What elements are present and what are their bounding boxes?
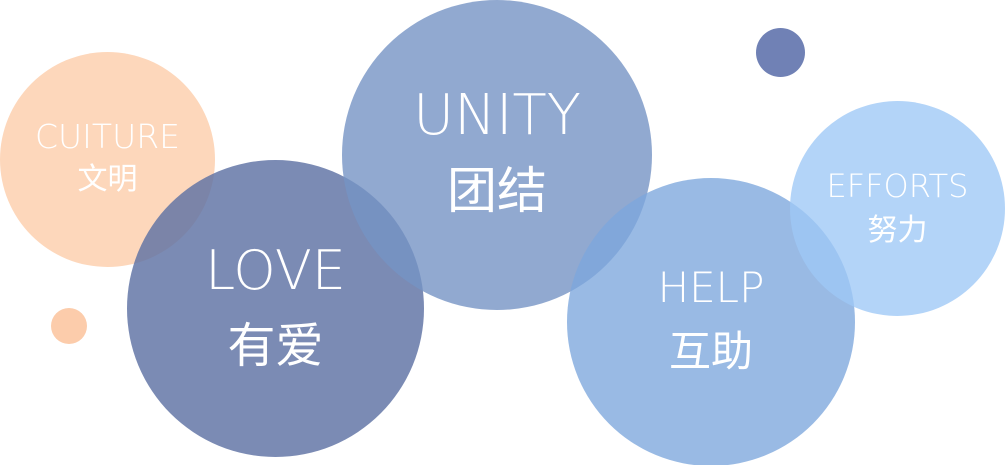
help-label-zh: 互助 (668, 327, 753, 376)
love-label-en: LOVE (205, 238, 346, 302)
decorative-blue-dot (756, 28, 805, 77)
efforts-label-zh: 努力 (867, 212, 928, 248)
love-label-zh: 有爱 (227, 317, 324, 374)
unity-label-zh: 团结 (447, 162, 547, 220)
culture-label-zh: 文明 (77, 162, 138, 197)
culture-label-en: CUITURE (34, 117, 181, 156)
unity-label-en: UNITY (413, 83, 581, 148)
decorative-peach-dot (51, 308, 87, 344)
help-label-en: HELP (657, 263, 765, 312)
culture-bubble: CUITURE 文明 (0, 52, 215, 267)
efforts-label-en: EFFORTS (826, 166, 969, 205)
efforts-bubble: EFFORTS 努力 (790, 101, 1005, 316)
